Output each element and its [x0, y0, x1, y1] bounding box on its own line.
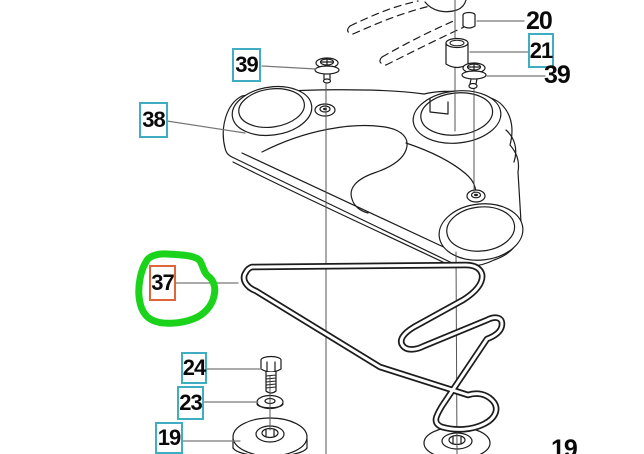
hex-bolt	[261, 357, 281, 394]
drive-belt	[244, 265, 502, 429]
green-highlight-circle	[139, 254, 215, 323]
roll-pin	[463, 13, 475, 29]
callout-37[interactable]: 37	[149, 265, 176, 301]
screw-left	[315, 58, 339, 83]
callout-19-left[interactable]: 19	[155, 422, 183, 454]
callout-20[interactable]: 20	[526, 7, 553, 35]
deck-grommet-top	[315, 104, 335, 116]
leader-39-left	[262, 66, 316, 69]
callout-39-right[interactable]: 39	[544, 61, 571, 89]
spacer-sleeve	[446, 39, 468, 68]
leader-38	[167, 121, 245, 133]
deck-grommet-right	[467, 190, 485, 202]
callout-23[interactable]: 23	[177, 386, 204, 420]
callout-21[interactable]: 21	[528, 33, 554, 68]
screw-right	[462, 63, 486, 89]
phantom-belt-dashes	[348, 1, 464, 65]
callout-24[interactable]: 24	[181, 352, 207, 384]
engine-pulley-arc	[425, 0, 466, 12]
leader-lines	[167, 21, 545, 441]
deck-plate	[223, 82, 525, 267]
callout-38[interactable]: 38	[139, 102, 168, 138]
callout-39-left[interactable]: 39	[232, 48, 261, 82]
callout-19-bottom[interactable]: 19	[551, 435, 578, 454]
